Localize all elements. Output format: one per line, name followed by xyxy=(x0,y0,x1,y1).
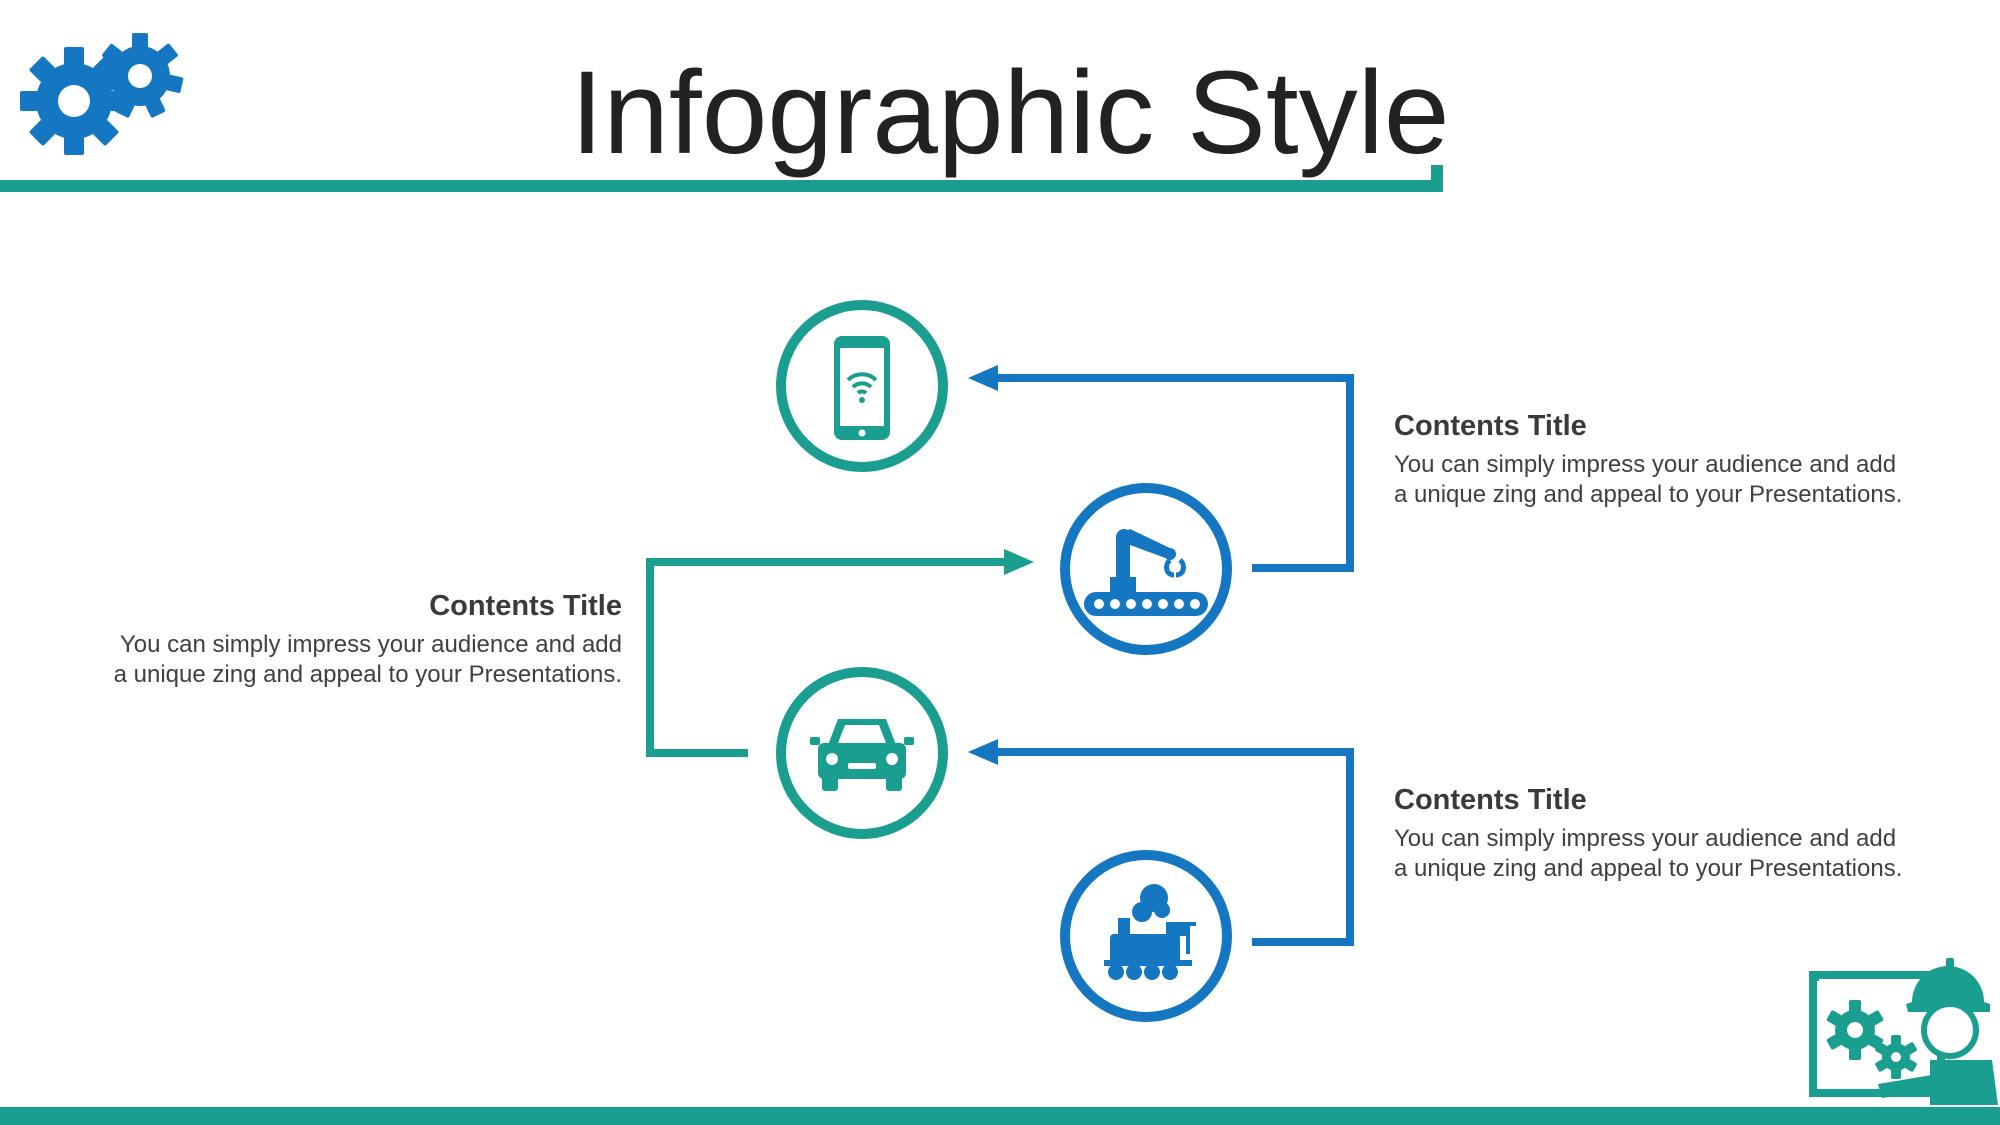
smartphone-wifi-icon xyxy=(776,300,948,472)
slide-title: Infographic Style xyxy=(570,47,1450,179)
content-block-right-bottom: Contents Title You can simply impress yo… xyxy=(1394,782,1914,884)
steam-locomotive-icon xyxy=(1060,850,1232,1022)
content-title: Contents Title xyxy=(1394,784,1587,816)
gears-icon xyxy=(20,33,184,155)
content-body: You can simply impress your audience and… xyxy=(1394,825,1903,882)
content-body: You can simply impress your audience and… xyxy=(113,631,622,688)
content-block-right-top: Contents Title You can simply impress yo… xyxy=(1394,408,1914,510)
connector-car-to-robot xyxy=(646,549,1034,757)
content-body: You can simply impress your audience and… xyxy=(1394,451,1903,508)
robotic-arm-conveyor-icon xyxy=(1060,483,1232,655)
bottom-band xyxy=(0,1107,2000,1125)
connector-train-to-car xyxy=(968,739,1354,946)
engineer-gears-board-icon xyxy=(1809,958,1998,1105)
car-icon xyxy=(776,667,948,839)
connector-robot-to-phone xyxy=(968,365,1354,572)
content-title: Contents Title xyxy=(429,590,622,622)
content-block-left: Contents Title You can simply impress yo… xyxy=(102,588,622,690)
title-underline xyxy=(0,165,1443,192)
content-title: Contents Title xyxy=(1394,410,1587,442)
